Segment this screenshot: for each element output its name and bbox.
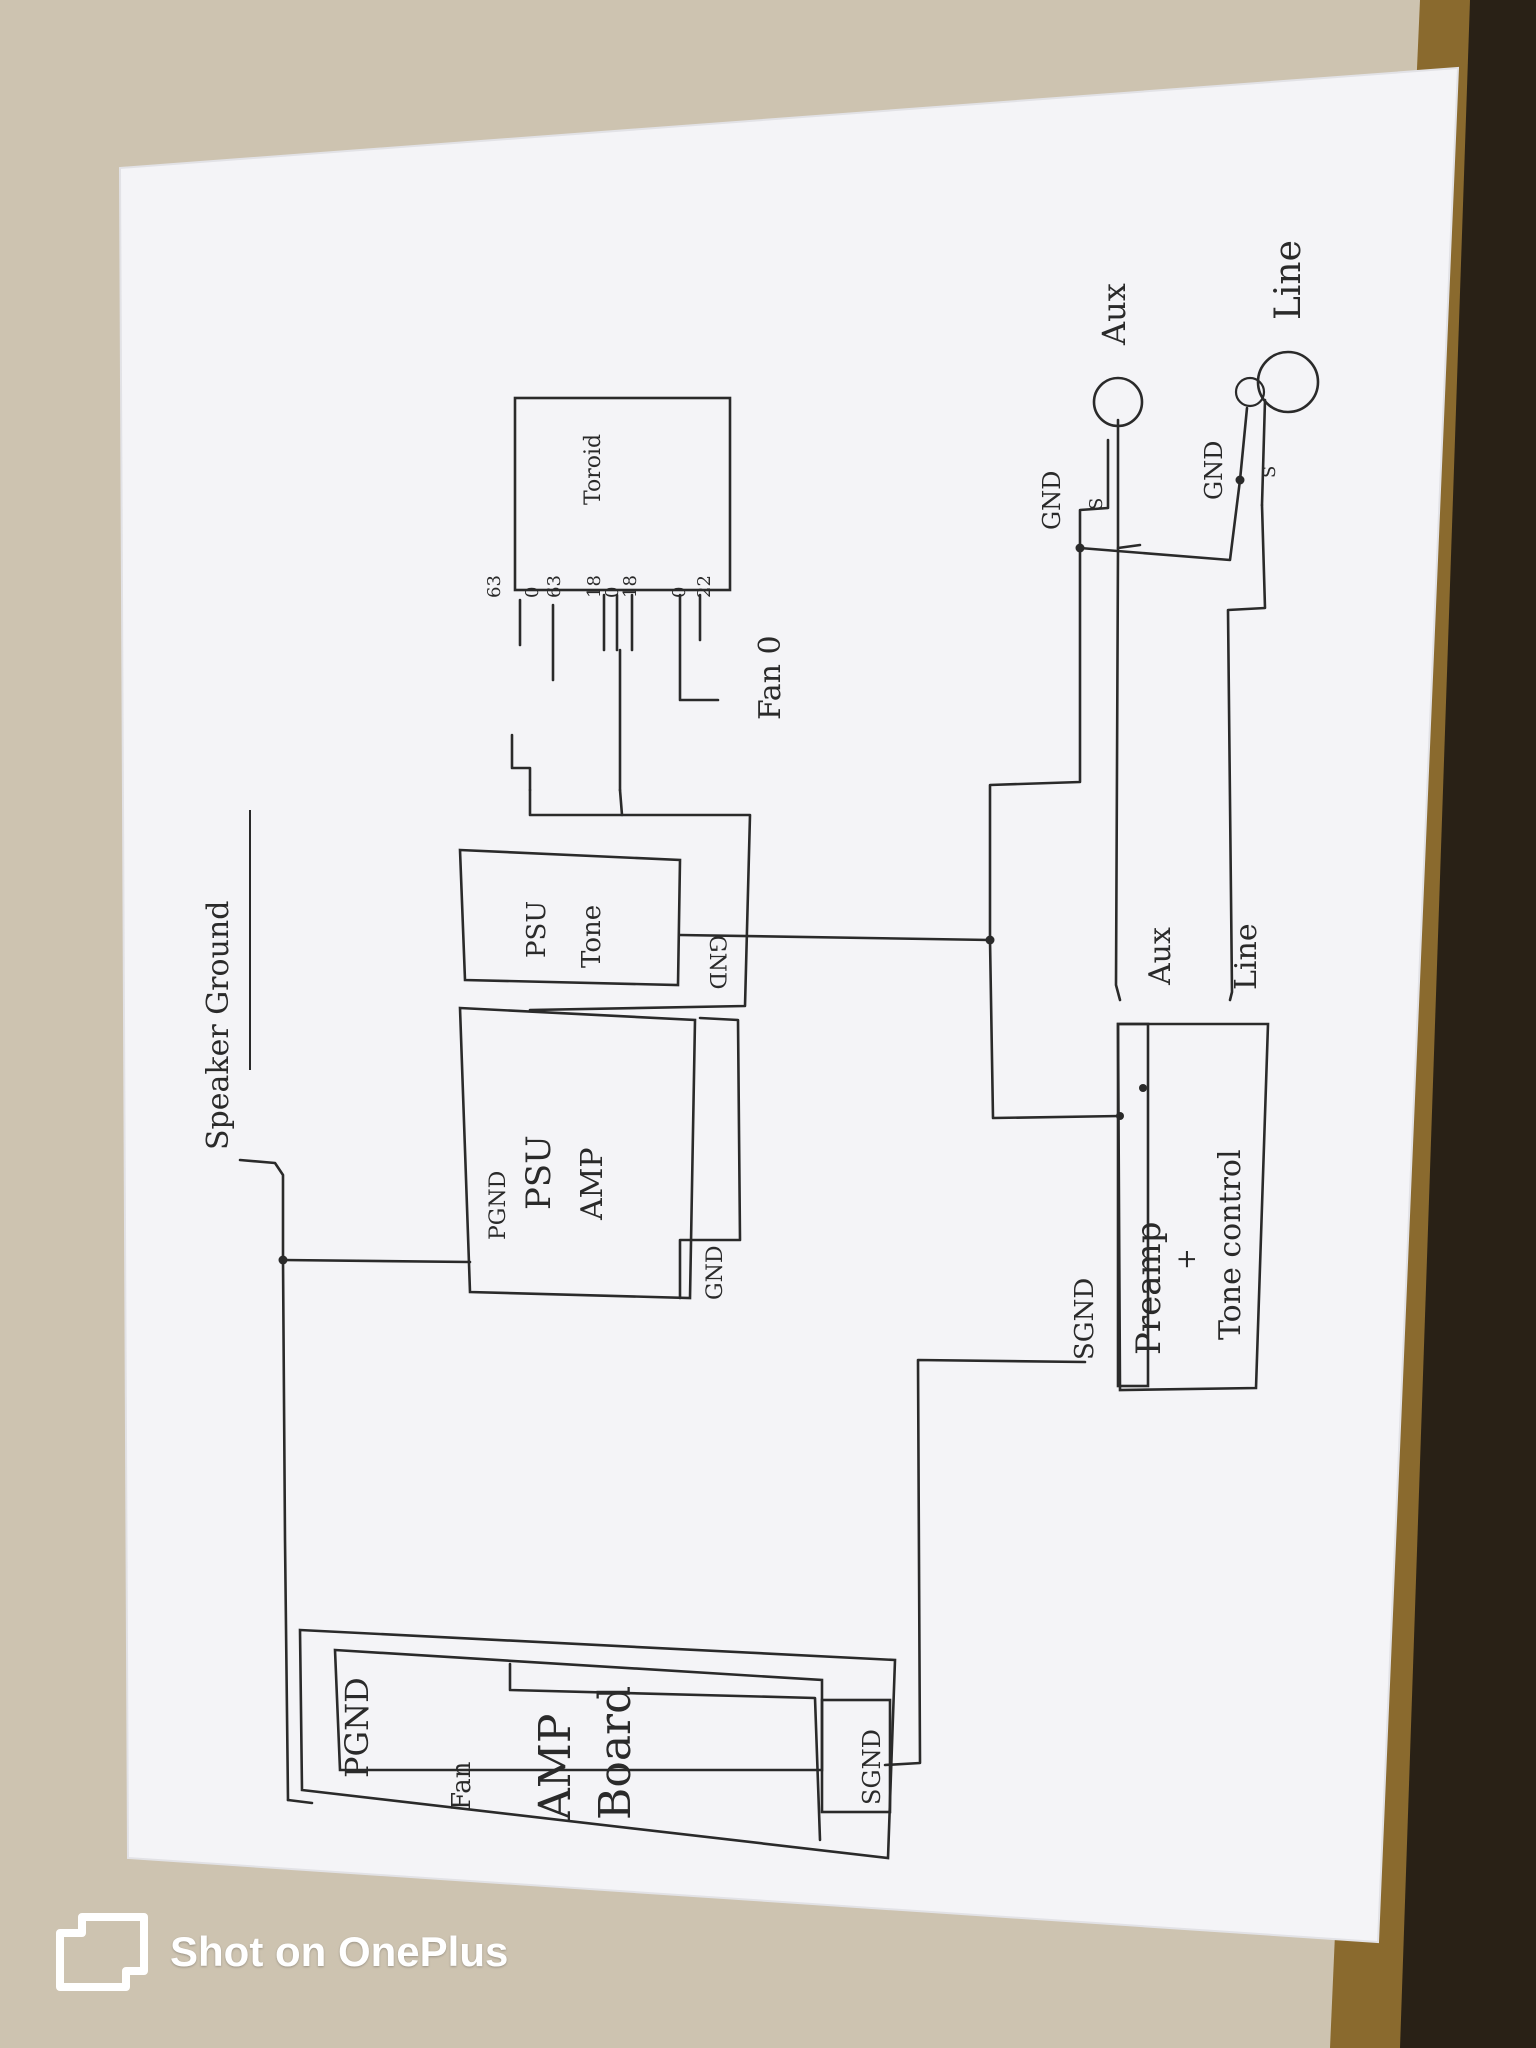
wire-trunk-to-amp-board [286, 1798, 314, 1805]
line-jack-inner-icon [1234, 376, 1266, 408]
preamp-line2: Tone control [1213, 1149, 1248, 1340]
aux-jack-s: S [1086, 498, 1107, 510]
psu-amp-pgnd: PGND [486, 1171, 511, 1240]
wire-line-s [1260, 398, 1267, 507]
line-jack-gnd: GND [1200, 441, 1228, 500]
psu-amp-gnd: GND [703, 1246, 728, 1300]
amp-board-fan: Fan [447, 1761, 477, 1810]
camera-frame-icon [56, 1913, 148, 1991]
toroid-label: Toroid [581, 434, 606, 505]
toroid-tap-3: 18 [584, 575, 605, 598]
watermark-text: Shot on OnePlus [170, 1928, 509, 1975]
preamp-aux: Aux [1143, 927, 1178, 986]
amp-board-line2: Board [590, 1686, 641, 1820]
toroid-tap-6: 0 [669, 587, 690, 598]
aux-jack-label: Aux [1095, 283, 1133, 346]
wire-gnd-to-preamp [988, 938, 1122, 1120]
junction-jack-gnd [1075, 543, 1085, 553]
amp-board-line1: AMP [530, 1714, 581, 1821]
aux-jack-gnd: GND [1038, 471, 1066, 530]
junction-preamp-b [1139, 1084, 1147, 1092]
wire-speaker-ground-trunk [238, 1158, 290, 1802]
psu-amp-box [458, 1006, 697, 1300]
paper-sheet [118, 66, 1460, 1944]
wire-line-gnd [1078, 406, 1249, 562]
title-speaker-ground: Speaker Ground [201, 901, 236, 1150]
psu-tone-gnd: GND [704, 935, 729, 989]
wire-sgnd-to-preamp [883, 1358, 1087, 1767]
line-jack-icon [1256, 350, 1320, 414]
amp-board-box [298, 1628, 897, 1860]
toroid-tap-4: 0 [602, 587, 623, 598]
toroid-tap-0: 63 [484, 575, 505, 598]
psu-amp-line1: PSU [519, 1135, 559, 1210]
wire-toroid-to-psu-tone [528, 788, 752, 1012]
wire-psu-tone-gnd [678, 933, 992, 942]
wire-line-signal [1226, 503, 1267, 1002]
watermark: Shot on OnePlus [56, 1912, 508, 1992]
preamp-left-strip [1116, 1022, 1150, 1388]
wiring [238, 398, 1267, 1842]
preamp-box [1116, 1022, 1270, 1392]
psu-tone-line2: Tone [577, 905, 607, 968]
psu-tone-line1: PSU [522, 901, 552, 958]
wire-toroid-tap-left [510, 733, 532, 792]
camera-frame-svg [56, 1913, 148, 1991]
aux-jack-icon [1092, 376, 1144, 428]
wire-aux-gnd [1078, 438, 1110, 550]
toroid-tap-1: 0 [522, 587, 543, 598]
toroid-tap-2: 63 [544, 575, 565, 598]
amp-board-sgnd: SGND [858, 1729, 886, 1805]
tap-line-fan [678, 593, 720, 702]
toroid-tap-5: 18 [620, 575, 641, 598]
preamp-line: Line [1229, 923, 1264, 990]
labels: Speaker Ground PGND Fan AMP Board SGND P… [201, 240, 1309, 1821]
toroid-box [513, 396, 732, 592]
line-jack-label: Line [1268, 240, 1309, 320]
wire-psu-amp-output [678, 1016, 742, 1300]
wire-toroid-tap-mid2 [618, 788, 624, 817]
wire-trunk-to-psu-amp [281, 1258, 472, 1264]
preamp-line1: Preamp [1129, 1221, 1169, 1355]
amp-board-pgnd: PGND [338, 1677, 376, 1778]
junction-trunk [278, 1255, 288, 1265]
toroid-tap-7: 22 [694, 575, 715, 598]
amp-board-sgnd-box [820, 1698, 892, 1814]
psu-tone-box [458, 848, 682, 987]
wire-aux-signal [1114, 543, 1142, 1002]
psu-amp-line2: AMP [575, 1147, 610, 1221]
line-jack-s: S [1259, 466, 1280, 478]
toroid-fan-label: Fan 0 [753, 635, 788, 720]
wire-gnd-to-aux [988, 546, 1082, 942]
preamp-plus: + [1172, 1248, 1202, 1270]
junction-line-gnd [1235, 475, 1245, 485]
junction-gnd-bus [985, 935, 995, 945]
dark-edge [1400, 0, 1536, 2048]
preamp-sgnd: SGND [1070, 1278, 1100, 1360]
